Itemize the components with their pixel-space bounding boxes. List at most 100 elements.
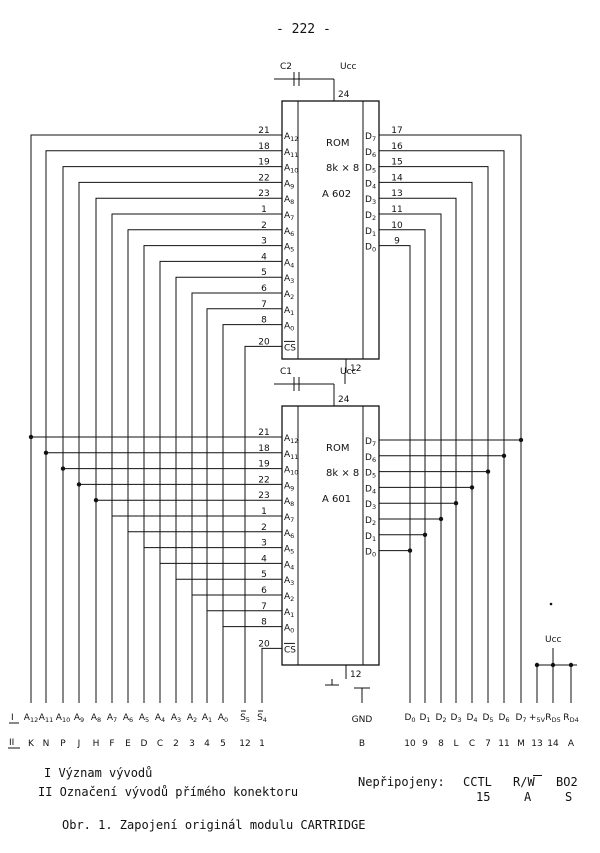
addr-connector-signal-3: A9: [74, 713, 84, 724]
data-connector-contact-2: 8: [438, 739, 444, 749]
addr-connector-signal-5: A7: [107, 713, 117, 724]
chip-lower-addr-label-a3: A3: [284, 576, 294, 587]
chip-upper-addr-wire-a2: [191, 292, 282, 595]
addr-junction-a10: [60, 466, 66, 471]
data-connector-contact-10: A: [568, 739, 575, 749]
row-marker-i: I: [11, 713, 14, 723]
chip-lower-data-label-d6: D6: [365, 453, 376, 464]
chip-upper-data-wire-d6: [379, 150, 505, 703]
chip-upper-addr-pin-a4: 4: [261, 252, 267, 262]
addr-connector-contact-7: D: [141, 739, 148, 749]
data-junction-d7: [518, 437, 524, 443]
chip-upper-data-pin-d0: 9: [394, 237, 400, 247]
chip-lower-addr-label-a5: A5: [284, 545, 294, 556]
chip-lower-addr-label-a10: A10: [284, 466, 298, 477]
chip-upper-addr-label-a6: A6: [284, 227, 294, 238]
addr-connector-contact-12: 5: [220, 739, 226, 749]
chip-upper-addr-label-a0: A0: [284, 322, 294, 333]
chip-upper-data-label-d0: D0: [365, 243, 376, 254]
chip-lower-part: A 601: [322, 494, 351, 505]
addr-junction-a8: [93, 498, 99, 503]
chip-lower-addr-pin-a7: 1: [261, 507, 267, 517]
chip-upper-data-label-d6: D6: [365, 148, 376, 159]
data-junction-d3: [453, 501, 459, 506]
addr-connector-signal-13: S5: [240, 713, 250, 724]
data-connector-contact-8: 13: [531, 739, 542, 749]
chip-lower-data-label-d2: D2: [365, 516, 376, 527]
chip-upper-data-wire-d0: [379, 245, 411, 703]
chip-lower-addr-pin-a5: 3: [261, 539, 267, 549]
chip-lower-addr-pin-a6: 2: [261, 523, 267, 533]
addr-connector-contact-6: E: [125, 739, 131, 749]
chip-upper-addr-wire-a7: [111, 213, 282, 516]
chip-upper-addr-pin-a7: 1: [261, 205, 267, 215]
chip-upper-addr-wire-a1: [206, 308, 282, 611]
chip-lower-gnd-pin: 12: [350, 670, 361, 680]
chip-lower-addr-label-a1: A1: [284, 608, 294, 619]
chip-upper-addr-label-a4: A4: [284, 258, 294, 269]
chip-lower-data-label-d5: D5: [365, 469, 376, 480]
chip-lower-addr-wire-a6: [127, 531, 282, 703]
chip-lower-addr-wire-a3: [175, 578, 282, 703]
chip-upper-addr-label-a9: A9: [284, 179, 294, 190]
chip-upper-data-wire-d3: [379, 197, 457, 703]
chip-upper-addr-wire-a4: [159, 260, 282, 564]
chip-upper-data-label-d2: D2: [365, 211, 376, 222]
unconnected-signal-rw: R/W: [513, 775, 535, 789]
addr-connector-contact-1: N: [43, 739, 50, 749]
data-connector-signal-4: D4: [466, 713, 477, 724]
data-connector-signal-3: D3: [450, 713, 461, 724]
addr-connector-signal-4: A8: [91, 713, 101, 724]
addr-connector-contact-13: 12: [239, 739, 250, 749]
chip-lower-addr-wire-a11: [45, 452, 282, 703]
chip-upper-addr-wire-a3: [175, 276, 282, 580]
chip-lower-cap-label: C1: [280, 367, 292, 377]
chip-upper-cs-wire: [244, 345, 282, 703]
legend-line-1: I Význam vývodů: [44, 766, 153, 780]
chip-upper-addr-pin-a9: 22: [258, 173, 269, 183]
chip-upper-data-label-d3: D3: [365, 195, 376, 206]
unconnected-contact-bo2: S: [565, 790, 573, 804]
data-connector-signal-10: RD4: [563, 713, 578, 724]
chip-lower-cs-label: CS: [284, 645, 296, 655]
data-junction-d2: [438, 516, 444, 522]
chip-upper-data-wire-d2: [379, 213, 442, 703]
chip-lower-addr-wire-a9: [78, 483, 282, 703]
data-junction-d1: [422, 532, 428, 537]
chip-upper-addr-label-a12: A12: [284, 132, 298, 143]
chip-lower-addr-label-a8: A8: [284, 497, 294, 508]
addr-connector-contact-3: J: [77, 739, 81, 749]
chip-lower-addr-wire-a2: [191, 594, 282, 703]
chip-upper-addr-wire-a8: [95, 197, 282, 501]
chip-lower-data-label-d4: D4: [365, 484, 376, 495]
chip-upper-data-label-d7: D7: [365, 132, 376, 143]
chip-upper-cap-label: C2: [280, 62, 292, 72]
chip-lower-addr-pin-a0: 8: [261, 618, 267, 628]
addr-connector-signal-6: A6: [123, 713, 133, 724]
data-connector-contact-0: 10: [404, 739, 416, 749]
chip-upper-addr-wire-a12: [30, 134, 282, 437]
chip-upper-addr-label-a11: A11: [284, 148, 298, 159]
chip-lower-addr-wire-a8: [95, 499, 282, 703]
chip-upper-data-pin-d5: 15: [391, 158, 402, 168]
addr-connector-contact-2: P: [60, 739, 66, 749]
data-junction-d5: [485, 469, 491, 474]
addr-connector-signal-1: A11: [39, 713, 53, 724]
unconnected-label: Nepřipojeny:: [358, 775, 445, 789]
data-connector-signal-7: D7: [515, 713, 526, 724]
chip-upper-addr-wire-a6: [127, 229, 282, 532]
chip-lower-data-label-d7: D7: [365, 437, 376, 448]
chip-upper-addr-pin-a10: 19: [258, 158, 270, 168]
chip-lower-cs-pin: 20: [258, 639, 270, 649]
chip-upper-addr-wire-a0: [222, 324, 282, 627]
addr-connector-signal-0: A12: [24, 713, 38, 724]
chip-upper-data-wire-d5: [379, 166, 489, 703]
addr-connector-signal-10: A2: [187, 713, 197, 724]
chip-lower-addr-pin-a4: 4: [261, 554, 267, 564]
data-connector-signal-1: D1: [419, 713, 430, 724]
addr-connector-signal-7: A5: [139, 713, 149, 724]
legend-line-2: II Označení vývodů přímého konektoru: [38, 785, 299, 799]
data-junction-d6: [501, 453, 507, 458]
chip-upper-addr-pin-a5: 3: [261, 237, 267, 247]
gnd-contact: B: [359, 739, 365, 749]
